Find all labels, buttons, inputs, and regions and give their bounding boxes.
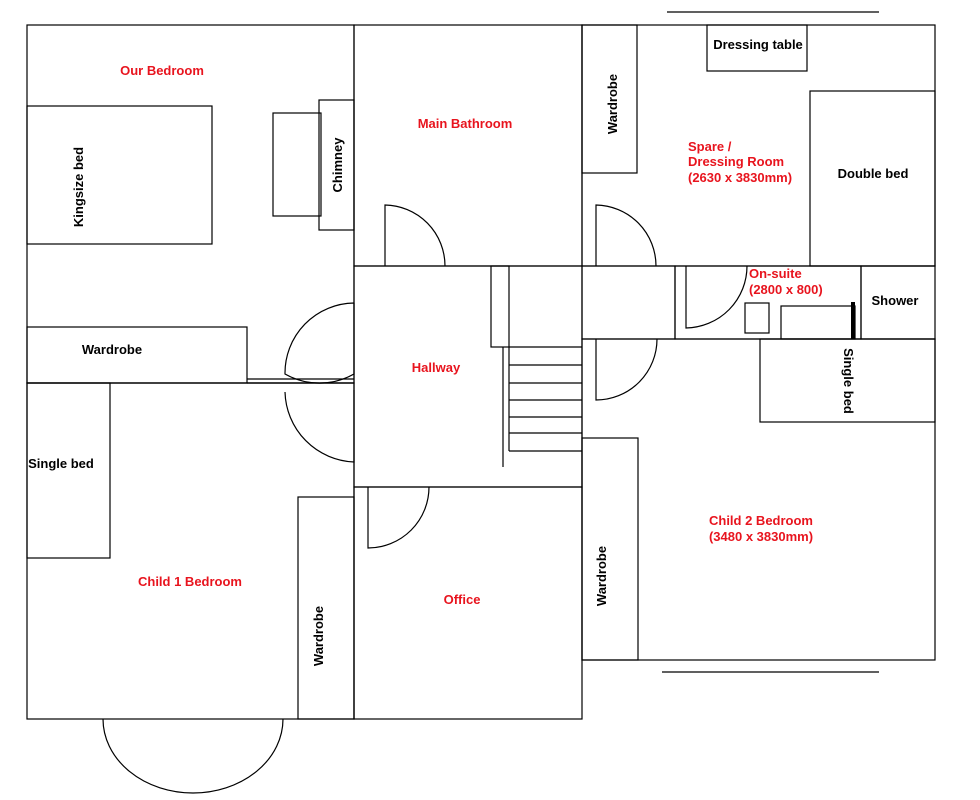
spare-room-outline — [581, 24, 936, 267]
label-child1-bedroom: Child 1 Bedroom — [138, 574, 242, 589]
label-wardrobe-child2: Wardrobe — [594, 546, 609, 606]
label-onsuite: On-suite — [749, 266, 802, 281]
bay-window — [102, 718, 284, 794]
door-onsuite — [685, 265, 748, 329]
label-kingsize-bed: Kingsize bed — [71, 147, 86, 227]
dressing-table — [706, 24, 808, 72]
wardrobe-child2 — [581, 437, 639, 661]
label-child2-bedroom: Child 2 Bedroom — [709, 513, 813, 528]
child1-bedroom-outline — [26, 382, 355, 720]
single-bed-child1 — [26, 382, 111, 559]
label-shower: Shower — [872, 293, 919, 308]
door-child1-bedroom — [284, 390, 355, 463]
label-main-bathroom: Main Bathroom — [418, 116, 513, 131]
label-onsuite-dims: (2800 x 800) — [749, 282, 823, 297]
staircase — [490, 265, 582, 467]
doors — [284, 204, 748, 549]
door-spare-room — [595, 204, 657, 267]
label-child2-dims: (3480 x 3830mm) — [709, 529, 813, 544]
wardrobe-child1 — [297, 496, 355, 720]
kingsize-bed — [26, 105, 213, 245]
furniture-labels: Kingsize bed Chimney Wardrobe Wardrobe D… — [28, 37, 918, 666]
chimney-breast — [272, 112, 322, 217]
label-spare-line1: Spare / — [688, 139, 732, 154]
label-hallway: Hallway — [412, 360, 461, 375]
basin — [780, 305, 856, 340]
wardrobe-our-bedroom — [26, 326, 248, 384]
label-chimney: Chimney — [330, 137, 345, 193]
door-child2-bedroom — [595, 338, 658, 401]
toilet — [744, 302, 770, 334]
label-our-bedroom: Our Bedroom — [120, 63, 204, 78]
door-office — [367, 486, 430, 549]
hallway-outline — [353, 265, 583, 488]
door-our-bedroom — [284, 302, 355, 384]
label-spare-line2: Dressing Room — [688, 154, 784, 169]
double-bed — [809, 90, 936, 267]
label-spare-dims: (2630 x 3830mm) — [688, 170, 792, 185]
single-bed-child2 — [759, 338, 936, 423]
label-double-bed: Double bed — [838, 166, 909, 181]
label-single-bed-child2: Single bed — [841, 348, 856, 414]
chimney — [318, 99, 355, 231]
child2-bedroom-outline — [581, 338, 936, 661]
label-wardrobe-spare: Wardrobe — [605, 74, 620, 134]
label-dressing-table: Dressing table — [713, 37, 803, 52]
landing-corridor-outline — [581, 265, 676, 340]
label-office: Office — [444, 592, 481, 607]
room-labels: Our Bedroom Main Bathroom Spare / Dressi… — [120, 63, 823, 607]
label-wardrobe-child1: Wardrobe — [311, 606, 326, 666]
door-main-bathroom — [384, 204, 446, 267]
label-single-bed-child1: Single bed — [28, 456, 94, 471]
furniture — [26, 24, 936, 720]
main-bathroom-outline — [353, 24, 583, 267]
label-wardrobe-our-bedroom: Wardrobe — [82, 342, 142, 357]
wardrobe-spare — [581, 24, 638, 174]
